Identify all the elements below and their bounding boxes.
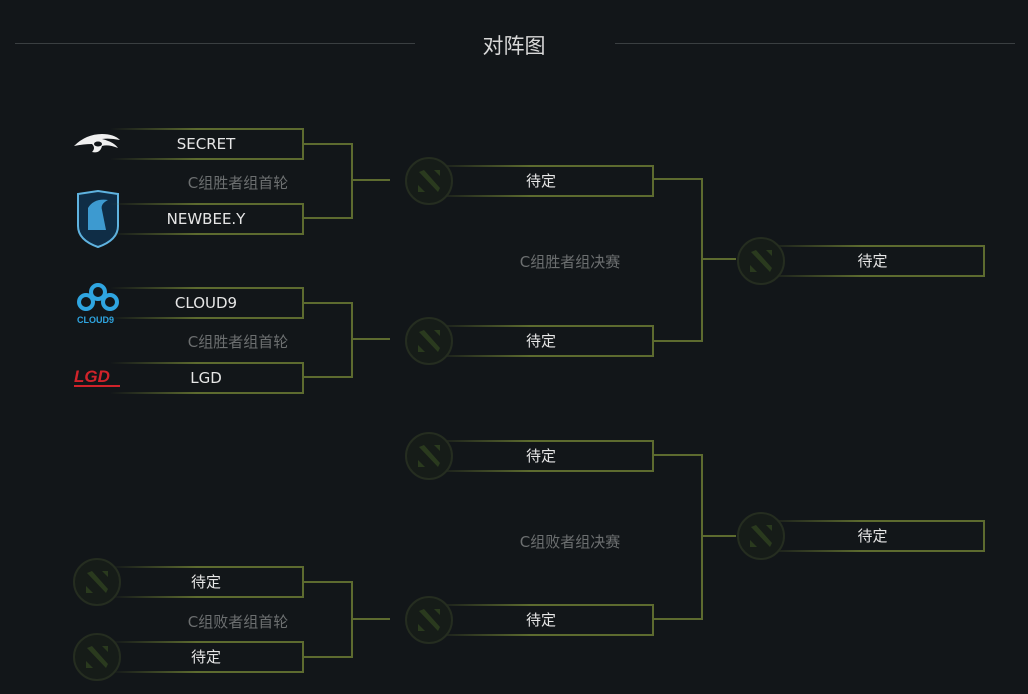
bracket-line	[304, 217, 353, 219]
match-label: C组胜者组决赛	[519, 253, 621, 271]
bracket-line	[701, 178, 703, 342]
bracket-line	[701, 258, 736, 260]
dota-icon	[73, 558, 121, 606]
team-slot-tbd[interactable]: 待定	[762, 245, 985, 277]
dota-icon	[405, 432, 453, 480]
dota-icon	[405, 596, 453, 644]
dota-icon	[73, 633, 121, 681]
bracket-line	[654, 178, 703, 180]
title-divider-right	[615, 43, 1015, 44]
team-name: NEWBEE.Y	[166, 210, 246, 228]
team-name: 待定	[190, 648, 221, 666]
bracket-line	[304, 656, 353, 658]
bracket-line	[654, 340, 703, 342]
team-name: 待定	[525, 332, 556, 350]
bracket-line	[701, 454, 703, 620]
bracket-line	[351, 179, 390, 181]
bracket-line	[351, 302, 353, 378]
team-slot-tbd[interactable]: 待定	[430, 440, 654, 472]
dota-icon	[737, 237, 785, 285]
match-label: C组胜者组首轮	[187, 174, 289, 192]
team-name: SECRET	[176, 135, 236, 153]
team-name: 待定	[525, 447, 556, 465]
team-slot-tbd[interactable]: 待定	[430, 604, 654, 636]
team-slot-tbd[interactable]: 待定	[110, 566, 304, 598]
bracket-line	[351, 143, 353, 219]
team-name: CLOUD9	[174, 294, 238, 312]
bracket-line	[654, 618, 703, 620]
match-label: C组胜者组首轮	[187, 333, 289, 351]
team-slot-cloud9[interactable]: CLOUD9	[110, 287, 304, 319]
team-slot-tbd[interactable]: 待定	[430, 165, 654, 197]
svg-text:CLOUD9: CLOUD9	[77, 315, 114, 325]
bracket-line	[304, 581, 353, 583]
bracket-line	[701, 535, 736, 537]
team-name: 待定	[190, 573, 221, 591]
dota-icon	[405, 317, 453, 365]
team-slot-newbee[interactable]: NEWBEE.Y	[110, 203, 304, 235]
bracket-line	[351, 338, 390, 340]
page-title: 对阵图	[482, 34, 546, 58]
team-slot-tbd[interactable]: 待定	[110, 641, 304, 673]
svg-text:LGD: LGD	[74, 367, 110, 386]
team-name: 待定	[857, 527, 888, 545]
bracket-line	[304, 376, 353, 378]
team-slot-secret[interactable]: SECRET	[110, 128, 304, 160]
bracket-line	[304, 143, 353, 145]
dota-icon	[737, 512, 785, 560]
team-slot-tbd[interactable]: 待定	[762, 520, 985, 552]
bracket-line	[304, 302, 353, 304]
team-name: 待定	[525, 172, 556, 190]
team-name: 待定	[525, 611, 556, 629]
match-label: C组败者组决赛	[519, 533, 621, 551]
team-name: LGD	[190, 369, 222, 387]
dota-icon	[405, 157, 453, 205]
lgd-logo: LGD	[74, 367, 120, 387]
team-slot-tbd[interactable]: 待定	[430, 325, 654, 357]
title-divider-left	[15, 43, 415, 44]
team-slot-lgd[interactable]: LGD	[110, 362, 304, 394]
bracket-line	[351, 618, 390, 620]
secret-logo	[74, 134, 120, 153]
match-label: C组败者组首轮	[187, 613, 289, 631]
team-name: 待定	[857, 252, 888, 270]
bracket-line	[654, 454, 703, 456]
